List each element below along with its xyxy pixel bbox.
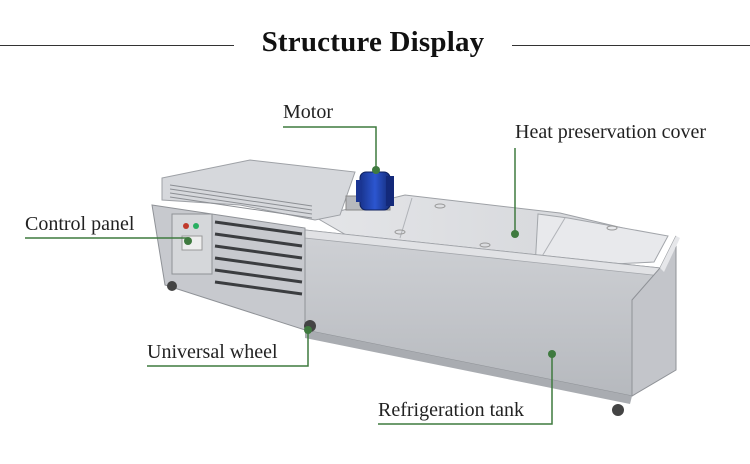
callout-control-panel: Control panel	[25, 213, 135, 235]
callout-refrigeration-tank: Refrigeration tank	[378, 399, 525, 421]
callout-motor: Motor	[283, 101, 333, 123]
title-row: Structure Display	[0, 22, 750, 68]
callout-dots	[184, 166, 556, 358]
motor-icon	[345, 171, 394, 211]
callout-universal-wheel: Universal wheel	[147, 341, 278, 363]
title-rule-right	[512, 45, 750, 46]
callout-heat-preservation-cover: Heat preservation cover	[515, 121, 707, 143]
tank-right-end	[631, 235, 677, 397]
title-rule-left	[0, 45, 234, 46]
front-grille	[214, 220, 303, 296]
page-title: Structure Display	[261, 26, 485, 58]
